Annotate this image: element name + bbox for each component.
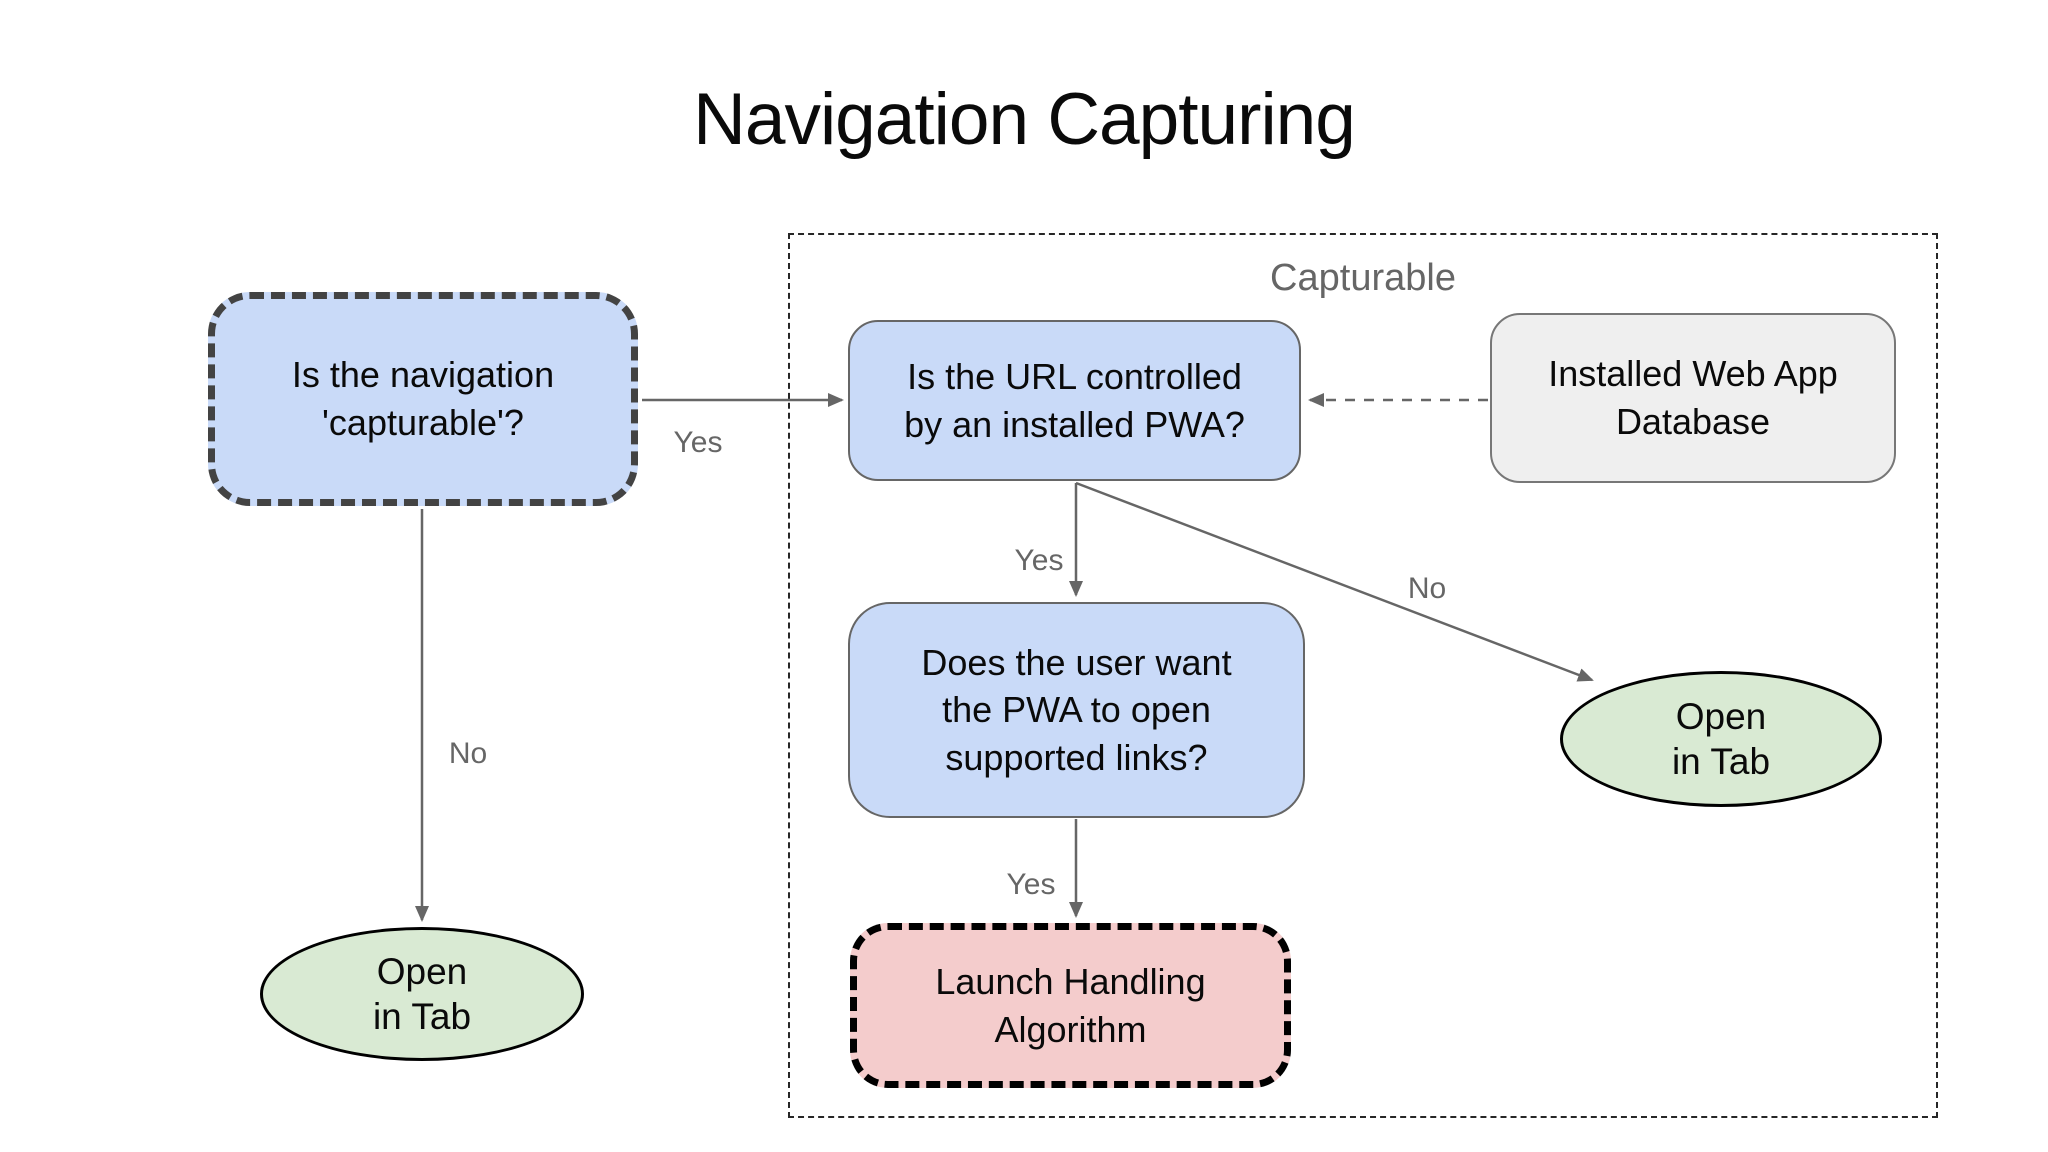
node-text-line: the PWA to open [942, 689, 1211, 731]
node-is-url-controlled-by-pwa: Is the URL controlled by an installed PW… [848, 320, 1301, 481]
capturable-group-label: Capturable [1270, 257, 1456, 299]
node-text-line: in Tab [372, 996, 472, 1037]
node-installed-web-app-database: Installed Web App Database [1490, 313, 1896, 483]
node-is-navigation-capturable: Is the navigation 'capturable'? [208, 292, 638, 506]
node-text-line: Is the navigation [291, 354, 555, 396]
node-text-line: Installed Web App [1548, 353, 1838, 395]
edge-label-url-controlled-yes: Yes [1014, 544, 1064, 577]
node-text-line: by an installed PWA? [904, 403, 1245, 445]
edge-label-capturable-yes: Yes [673, 426, 723, 459]
node-launch-handling-algorithm: Launch Handling Algorithm [850, 923, 1291, 1088]
node-text-line: in Tab [1671, 741, 1771, 782]
node-text-line: Algorithm [994, 1008, 1147, 1050]
node-text-line: Open [376, 950, 468, 992]
capturable-group-container: Capturable [788, 233, 1938, 1118]
edge-label-capturable-no: No [448, 737, 488, 770]
edge-label-url-controlled-no: No [1407, 572, 1447, 605]
node-text-line: Launch Handling [935, 960, 1206, 1002]
node-text-line: Does the user want [921, 641, 1232, 683]
page-title: Navigation Capturing [693, 79, 1356, 160]
edge-label-supported-links-yes: Yes [1006, 868, 1056, 901]
node-text-line: supported links? [945, 736, 1208, 778]
node-text-line: Is the URL controlled [907, 355, 1242, 397]
node-open-in-tab-left: Open in Tab [260, 927, 584, 1061]
node-text-line: 'capturable'? [322, 402, 524, 443]
node-open-in-tab-right: Open in Tab [1560, 671, 1882, 807]
node-does-user-want-supported-links: Does the user want the PWA to open suppo… [848, 602, 1305, 818]
node-text-line: Database [1615, 401, 1771, 442]
node-text-line: Open [1675, 695, 1767, 737]
